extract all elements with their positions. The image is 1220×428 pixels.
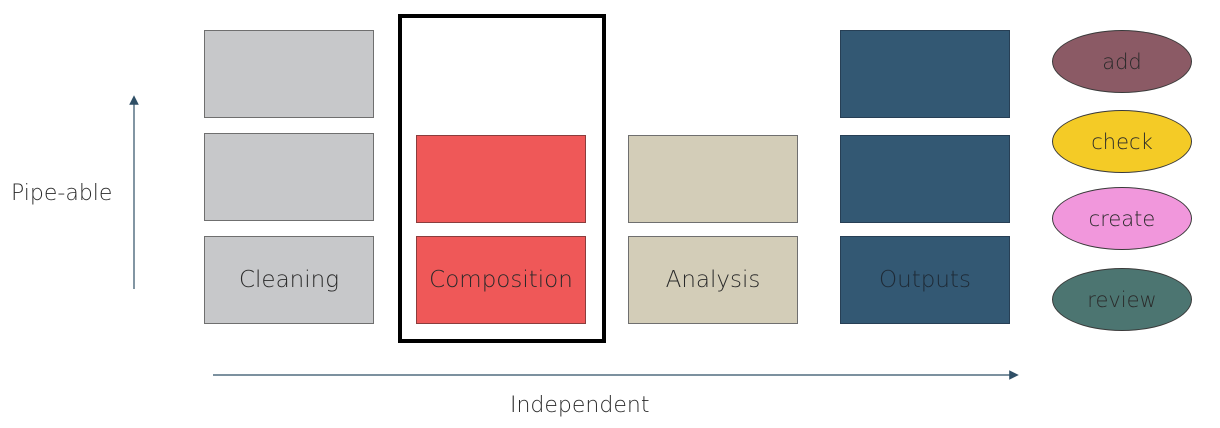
- analysis-block-base: Analysis: [628, 236, 798, 324]
- vertical-axis-label: Pipe-able: [11, 181, 113, 206]
- composition-highlight-frame: [398, 14, 606, 343]
- outputs-label: Outputs: [879, 267, 971, 293]
- cleaning-block-top: [204, 30, 374, 118]
- legend-create: create: [1052, 187, 1192, 250]
- horizontal-axis-label: Independent: [510, 393, 650, 418]
- legend-review-label: review: [1087, 287, 1157, 312]
- cleaning-block-middle: [204, 133, 374, 221]
- cleaning-block-base: Cleaning: [204, 236, 374, 324]
- analysis-block-middle: [628, 135, 798, 223]
- analysis-label: Analysis: [665, 267, 761, 293]
- legend-check: check: [1052, 110, 1192, 173]
- legend-add-label: add: [1102, 49, 1142, 74]
- legend-add: add: [1052, 30, 1192, 93]
- outputs-block-top: [840, 30, 1010, 118]
- outputs-block-middle: [840, 135, 1010, 223]
- legend-check-label: check: [1091, 129, 1153, 154]
- composition-label: Composition: [429, 267, 573, 293]
- cleaning-label: Cleaning: [238, 267, 340, 293]
- legend-review: review: [1052, 268, 1192, 331]
- outputs-block-base: Outputs: [840, 236, 1010, 324]
- legend-create-label: create: [1088, 206, 1156, 231]
- composition-block-base: Composition: [416, 236, 586, 324]
- composition-block-middle: [416, 135, 586, 223]
